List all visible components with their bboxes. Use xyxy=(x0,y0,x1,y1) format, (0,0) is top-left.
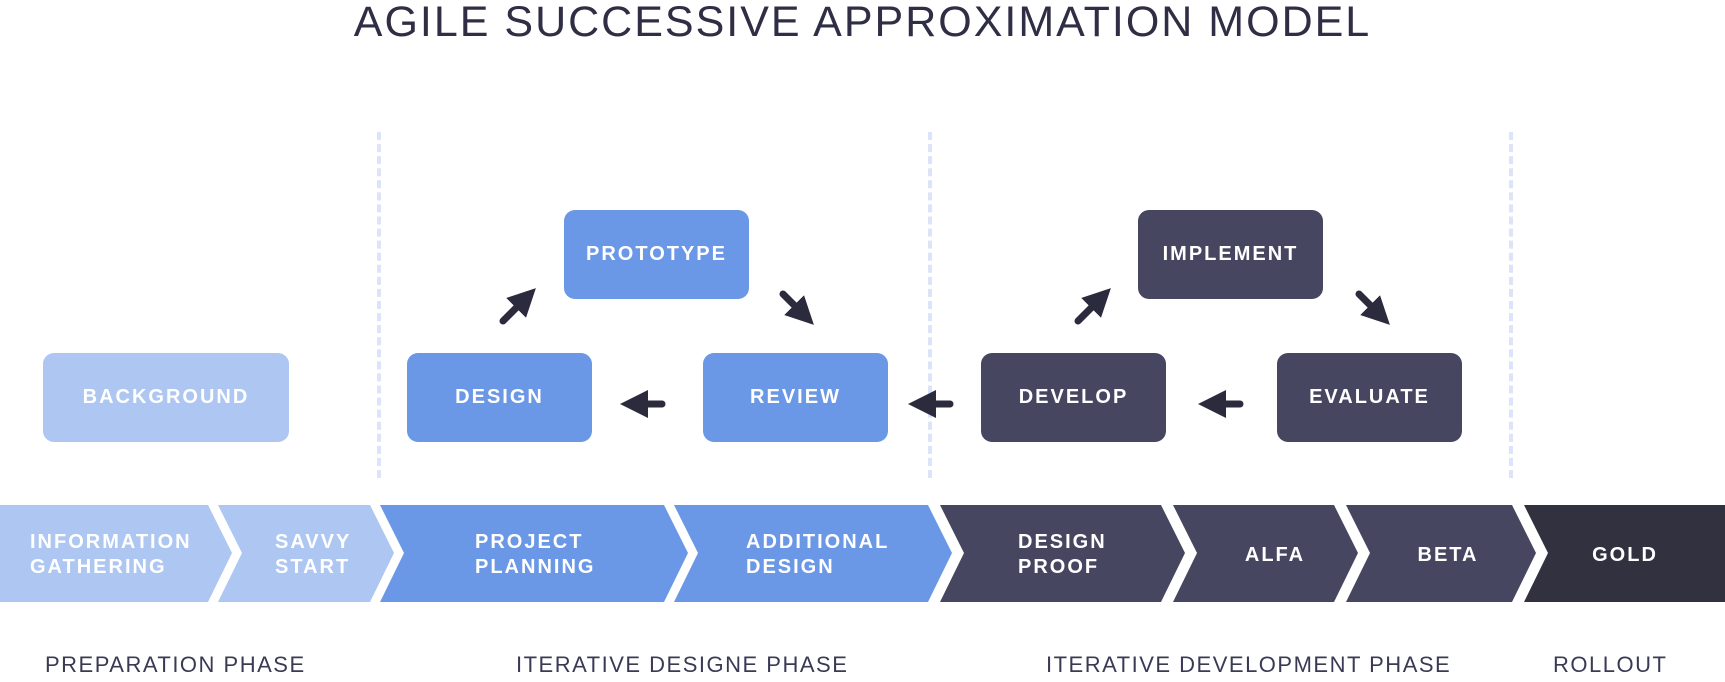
arrow-down-right-icon xyxy=(1355,290,1390,325)
step-design-proof xyxy=(940,505,1185,602)
arrow-up-right-icon xyxy=(1074,288,1111,325)
design-box: DESIGN xyxy=(407,353,592,442)
step-alfa xyxy=(1173,505,1358,602)
arrow-up-right-icon xyxy=(499,288,536,325)
background-box: BACKGROUND xyxy=(43,353,289,442)
phase-divider xyxy=(377,132,381,478)
step-additional-design xyxy=(674,505,952,602)
phase-label: ITERATIVE DEVELOPMENT PHASE xyxy=(1046,652,1452,677)
phase-divider xyxy=(928,132,932,478)
step-label: ADDITIONAL DESIGN xyxy=(746,531,890,578)
phase-divider xyxy=(1509,132,1513,478)
timeline-band xyxy=(0,505,1725,602)
step-beta xyxy=(1346,505,1536,602)
implement-box: IMPLEMENT xyxy=(1138,210,1323,299)
step-label: PROJECT PLANNING xyxy=(475,531,596,578)
step-savvy-start xyxy=(218,505,394,602)
step-gold xyxy=(1524,505,1725,602)
step-project-planning xyxy=(380,505,688,602)
step-label: BETA xyxy=(1417,544,1479,566)
step-label: DESIGN PROOF xyxy=(1018,531,1107,578)
step-label: ALFA xyxy=(1244,544,1306,566)
phase-label: ROLLOUT xyxy=(1553,652,1668,677)
step-label: GOLD xyxy=(1592,544,1658,566)
develop-box: DEVELOP xyxy=(981,353,1166,442)
review-box: REVIEW xyxy=(703,353,888,442)
phase-label: ITERATIVE DESIGNE PHASE xyxy=(516,652,849,677)
phase-label: PREPARATION PHASE xyxy=(45,652,306,677)
step-information-gathering xyxy=(0,505,232,602)
step-label: SAVVY START xyxy=(275,531,352,578)
cycle-arrows xyxy=(499,288,1390,418)
evaluate-box: EVALUATE xyxy=(1277,353,1462,442)
prototype-box: PROTOTYPE xyxy=(564,210,749,299)
diagram-title: AGILE SUCCESSIVE APPROXIMATION MODEL xyxy=(353,0,1372,46)
step-label: INFORMATION GATHERING xyxy=(30,531,192,578)
arrow-down-right-icon xyxy=(779,290,814,325)
